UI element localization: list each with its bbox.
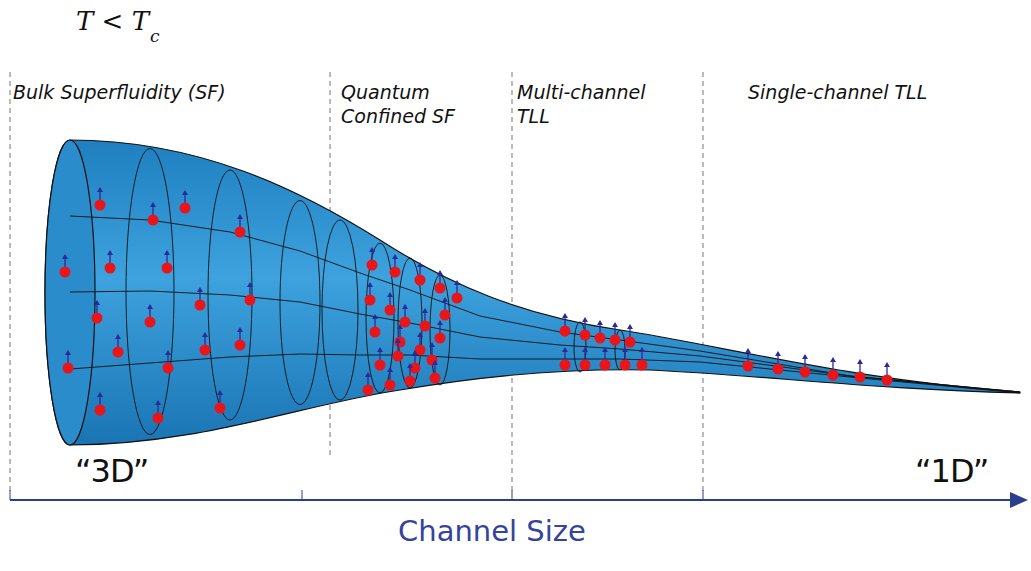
dimension-label: “3D” bbox=[75, 452, 148, 490]
spin-particles bbox=[60, 187, 893, 424]
dimension-label: “1D” bbox=[915, 452, 988, 490]
region-label: Quantum Confined SF bbox=[341, 80, 491, 128]
size-axis bbox=[10, 490, 1028, 508]
region-label: Multi-channel TLL bbox=[517, 80, 657, 128]
region-label: Single-channel TLL bbox=[748, 80, 927, 104]
temperature-subscript: c bbox=[150, 26, 160, 46]
temperature-condition: T < T bbox=[76, 6, 149, 36]
axis-title: Channel Size bbox=[398, 514, 586, 548]
funnel bbox=[45, 140, 1020, 445]
region-label: Bulk Superfluidity (SF) bbox=[13, 80, 226, 104]
